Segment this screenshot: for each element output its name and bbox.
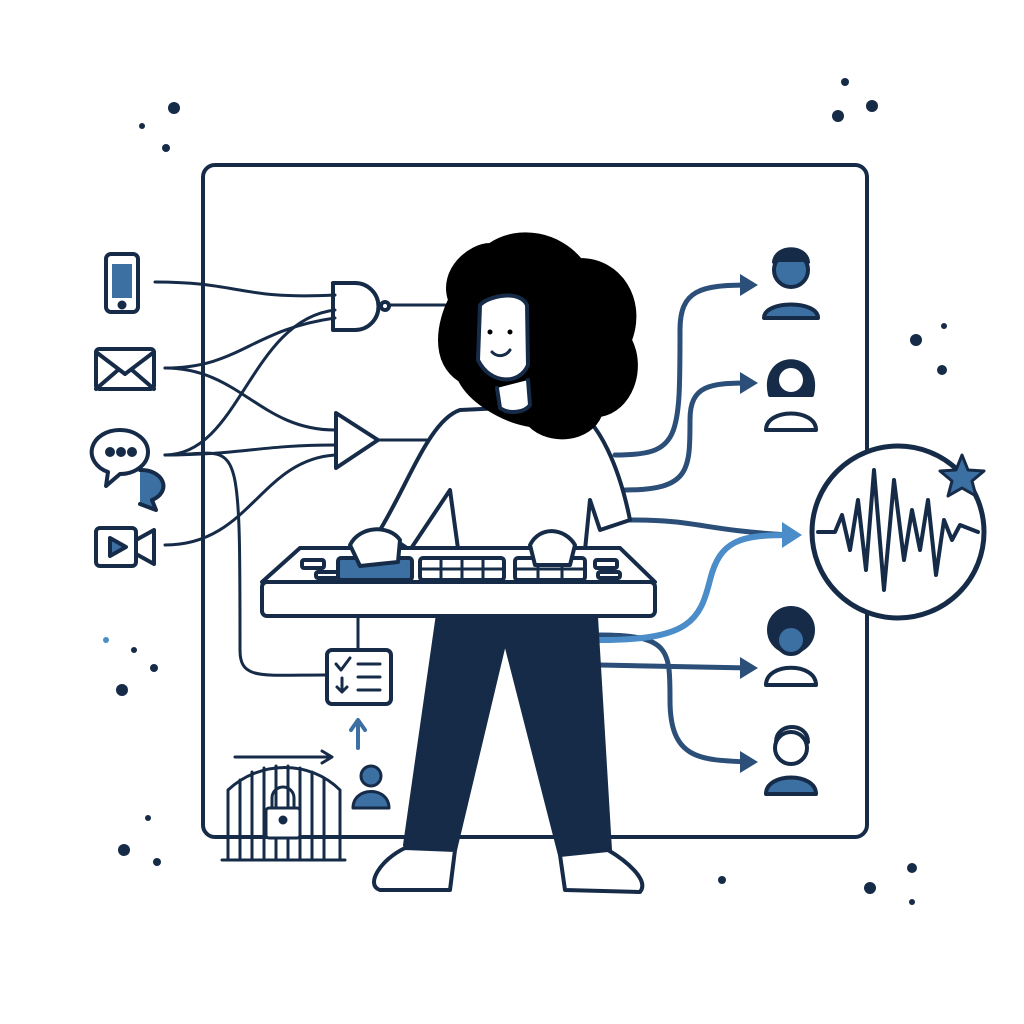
mail-icon — [94, 347, 156, 391]
hair — [438, 232, 638, 440]
nand-gate-icon — [331, 281, 391, 332]
arrowheads — [740, 274, 802, 773]
user-avatar-4 — [764, 725, 818, 796]
waveform-badge — [809, 443, 987, 621]
user-avatar-2 — [764, 359, 818, 432]
gate-lock-icon — [220, 764, 347, 862]
pants — [403, 598, 612, 857]
buffer-gate-icon — [334, 411, 380, 470]
phone-icon — [104, 252, 140, 314]
highlight-wire — [597, 532, 793, 643]
input-wires — [153, 280, 447, 677]
person-icon — [351, 764, 391, 810]
arrow-right — [233, 749, 334, 765]
chat-icon — [89, 427, 166, 512]
hands — [348, 527, 577, 568]
user-avatar-1 — [762, 247, 820, 320]
arrow-up — [349, 718, 367, 750]
user-avatar-3 — [764, 606, 818, 687]
star-icon — [938, 453, 986, 498]
shoes — [372, 846, 645, 894]
waveform — [816, 468, 980, 592]
face — [476, 293, 530, 382]
control-console — [260, 546, 657, 618]
checklist-icon — [325, 610, 393, 706]
decorative-dots — [103, 78, 947, 905]
video-icon — [94, 526, 156, 568]
